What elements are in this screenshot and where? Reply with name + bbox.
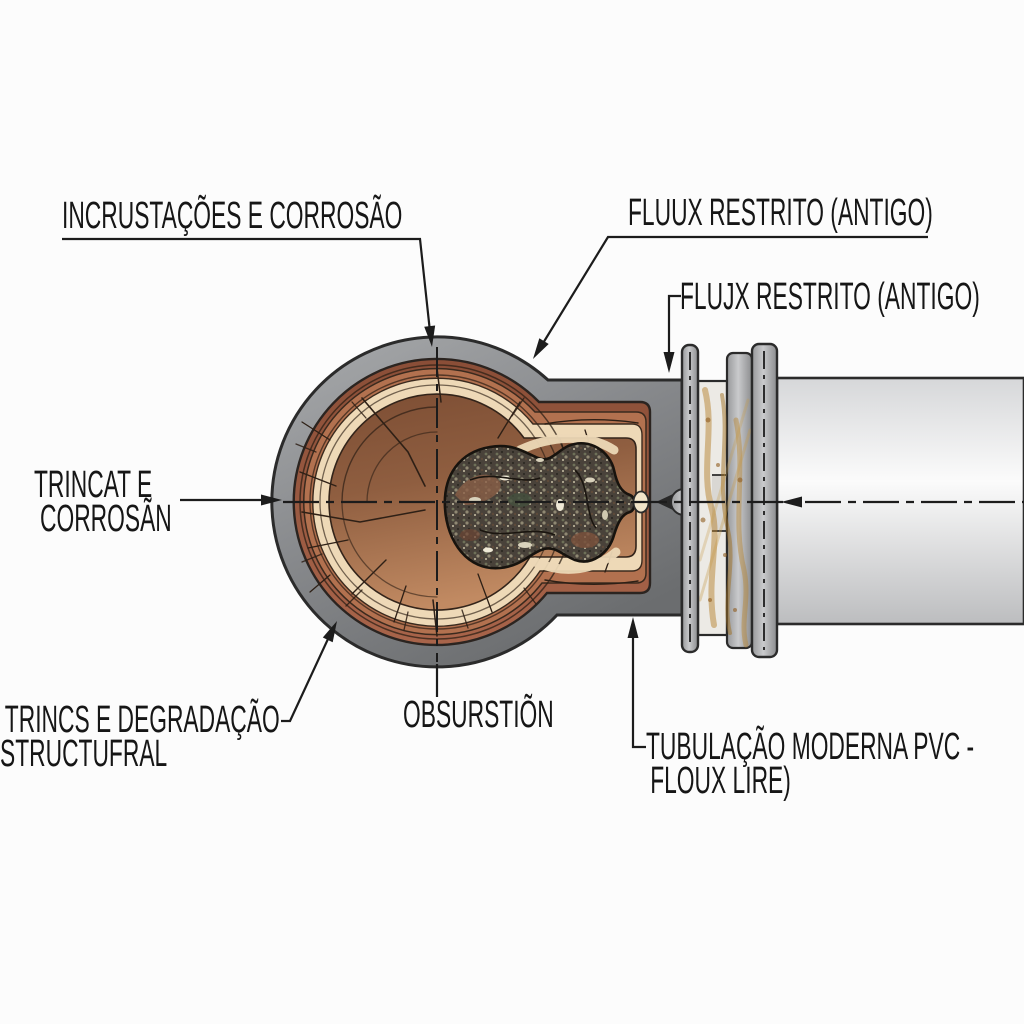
arrow-tubulacao [627, 617, 639, 638]
cream-halo-top [515, 433, 619, 455]
label-flujx-restrito: FLUJX RESTRITO (ANTIGO) [680, 276, 980, 318]
label-trincs-line1: TRINCS E DEGRADAÇÃO [4, 699, 280, 741]
arrowheads [261, 325, 802, 643]
rust-stains [685, 387, 752, 648]
centerlines [283, 347, 1024, 662]
flange-centerlines [689, 351, 765, 650]
label-trincat-line2: CORROSÃN [40, 498, 172, 540]
label-fluux-restrito: FLUUX RESTRITO (ANTIGO) [628, 192, 933, 234]
leader-trincs [281, 625, 335, 723]
leader-tubulacao [631, 623, 646, 749]
arrow-trincs [322, 621, 337, 643]
arrow-trincat [261, 494, 282, 506]
label-trincat-corrosan: TRINCAT E CORROSÃN [34, 464, 172, 540]
leader-lines [62, 235, 928, 749]
obstruction-patches [455, 458, 608, 553]
obstruction-blob [443, 442, 636, 570]
label-incrustacoes-text: INCRUSTAÇÕES E CORROSÃO [62, 195, 403, 237]
arrow-incrustacoes [424, 325, 436, 347]
label-tubulacao-line1: TUBULAÇÃO MODERNA PVC - [646, 726, 975, 768]
label-flujx-text: FLUJX RESTRITO (ANTIGO) [680, 276, 980, 318]
label-tubulacao-line2: FLOUX LIRE) [650, 760, 791, 802]
obstruction-debris [443, 433, 636, 574]
arrow-flujx [663, 352, 675, 373]
leader-incrustacoes [62, 237, 433, 342]
arrow-fluux [533, 338, 549, 359]
leader-fluux [536, 235, 928, 354]
obstruction-squiggles [469, 469, 597, 536]
label-obsurstion: OBSURSTIÕN [403, 694, 554, 736]
label-trincat-line1: TRINCAT E [34, 464, 153, 506]
label-trincs-line2: STRUCTUFRAL [0, 733, 168, 775]
pipe-coupling-assembly [670, 342, 779, 659]
leader-flujx [667, 294, 681, 367]
arrow-pvc-centerline [781, 496, 802, 508]
label-trincs-degradacao: TRINCS E DEGRADAÇÃO STRUCTUFRAL [0, 699, 280, 775]
label-obsurstion-text: OBSURSTIÕN [403, 694, 554, 736]
label-tubulacao-moderna: TUBULAÇÃO MODERNA PVC - FLOUX LIRE) [646, 726, 975, 802]
label-fluux-text: FLUUX RESTRITO (ANTIGO) [628, 192, 933, 234]
label-incrustacoes: INCRUSTAÇÕES E CORROSÃO [62, 195, 403, 237]
cream-halo-bottom [530, 547, 621, 574]
